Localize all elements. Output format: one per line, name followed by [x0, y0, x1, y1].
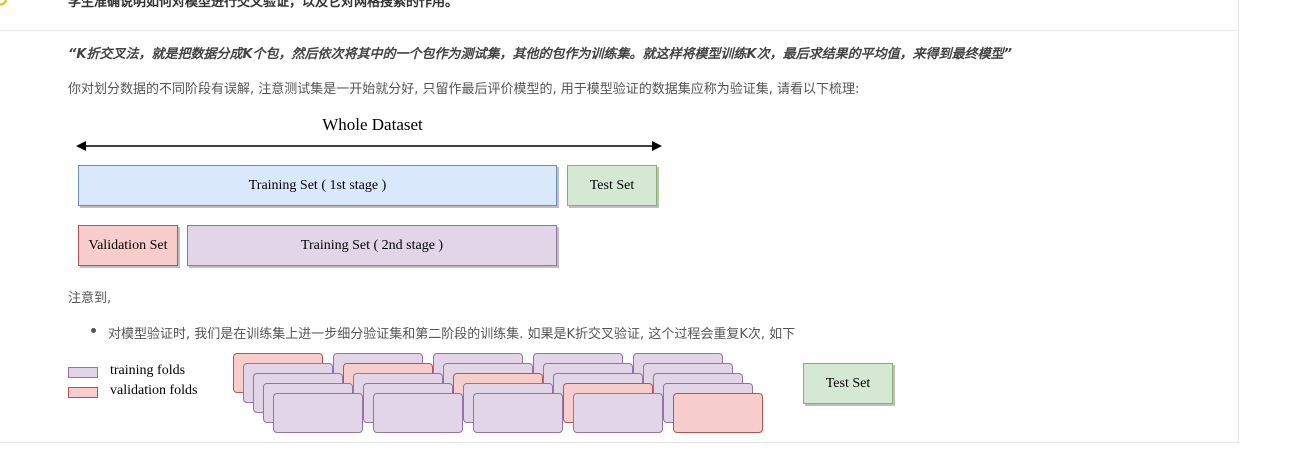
training-set-stage1: Training Set ( 1st stage ): [78, 165, 557, 206]
whole-dataset-title: Whole Dataset: [322, 115, 423, 134]
training-set-stage2: Training Set ( 2nd stage ): [187, 225, 557, 266]
validation-fold: [673, 393, 763, 433]
training-fold: [573, 393, 663, 433]
bullet-text: 对模型验证时, 我们是在训练集上进一步细分验证集和第二阶段的训练集. 如果是K折…: [108, 327, 796, 342]
training-fold: [273, 393, 363, 433]
legend-swatch-validation: [68, 387, 98, 398]
legend-label-training: training folds: [110, 363, 186, 378]
bullet-dot: [91, 328, 96, 333]
note-text: 注意到,: [68, 291, 112, 306]
student-quote: “K折交叉法，就是把数据分成K个包，然后依次将其中的一个包作为测试集，其他的包作…: [68, 47, 1012, 62]
double-arrow-icon: [76, 141, 662, 151]
training-fold: [373, 393, 463, 433]
requirement-text: 学生准确说明如何对模型进行交叉验证，以及它对网格搜索的作用。: [68, 0, 459, 10]
test-set-box: Test Set: [567, 165, 657, 206]
refresh-icon: [0, 0, 7, 6]
review-paragraph: 你对划分数据的不同阶段有误解, 注意测试集是一开始就分好, 只留作最后评价模型的…: [68, 82, 860, 97]
training-fold: [473, 393, 563, 433]
divider: [0, 30, 1239, 31]
test-set-box-2: Test Set: [803, 363, 893, 404]
legend-swatch-training: [68, 367, 98, 378]
validation-set-box: Validation Set: [78, 225, 178, 266]
answer-panel: 学生准确说明如何对模型进行交叉验证，以及它对网格搜索的作用。 “K折交叉法，就是…: [0, 0, 1239, 443]
legend-label-validation: validation folds: [110, 383, 198, 398]
